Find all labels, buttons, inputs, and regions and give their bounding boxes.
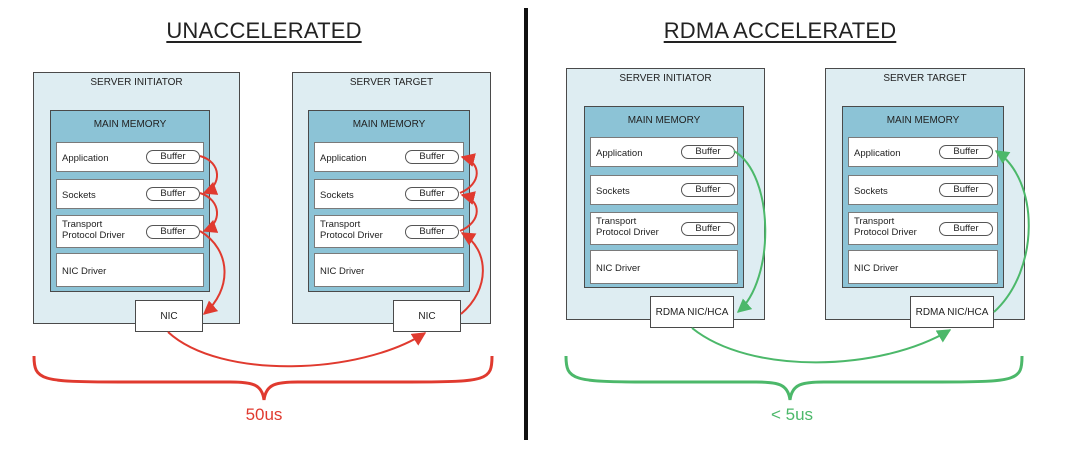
nic-box: RDMA NIC/HCA xyxy=(650,296,734,328)
buffer-pill: Buffer xyxy=(405,150,459,164)
layer-label: NIC Driver xyxy=(320,265,365,277)
layer-label: Sockets xyxy=(596,185,630,197)
buffer-pill: Buffer xyxy=(681,145,735,159)
buffer-pill: Buffer xyxy=(939,221,993,236)
layer-label: Sockets xyxy=(854,185,888,197)
layer-label: Application xyxy=(320,152,367,164)
arrow-rdma-nic-to-nic xyxy=(691,327,952,364)
layer-row: NIC Driver xyxy=(314,253,464,287)
layer-label: Transport Protocol Driver xyxy=(62,219,125,241)
arrow-transport-to-nic xyxy=(199,230,226,315)
layer-label: Application xyxy=(854,147,901,159)
arrow-app-to-sockets xyxy=(199,155,219,195)
layer-label: Transport Protocol Driver xyxy=(854,216,917,238)
latency-unaccelerated: 50us xyxy=(245,405,283,424)
layer-label: NIC Driver xyxy=(854,262,899,274)
layer-row: Sockets xyxy=(848,175,998,205)
layer-row: Transport Protocol Driver xyxy=(56,215,204,248)
layer-row: Application xyxy=(590,137,738,167)
layer-label: Application xyxy=(62,152,109,164)
layer-row: NIC Driver xyxy=(848,250,998,284)
server-label: SERVER TARGET xyxy=(883,73,967,84)
brace-unaccelerated xyxy=(32,355,494,401)
layer-label: NIC Driver xyxy=(62,265,107,277)
arrow-nic-to-transport xyxy=(460,232,484,315)
layer-label: Transport Protocol Driver xyxy=(596,216,659,238)
layer-label: NIC Driver xyxy=(596,262,641,274)
buffer-pill: Buffer xyxy=(146,187,200,201)
buffer-pill: Buffer xyxy=(681,183,735,197)
buffer-pill: Buffer xyxy=(405,187,459,201)
buffer-pill: Buffer xyxy=(146,150,200,164)
latency-accelerated: < 5us xyxy=(770,405,814,424)
server-label: SERVER TARGET xyxy=(349,77,434,88)
server-label: SERVER INITIATOR xyxy=(619,73,712,84)
main-memory-label: MAIN MEMORY xyxy=(93,119,167,130)
layer-label: Sockets xyxy=(62,189,96,201)
main-memory-label: MAIN MEMORY xyxy=(627,115,701,126)
layer-label: Transport Protocol Driver xyxy=(320,219,383,241)
nic-box: NIC xyxy=(135,300,203,332)
arrow-rdma-nic-to-buffer xyxy=(993,150,1030,313)
buffer-pill: Buffer xyxy=(939,145,993,159)
main-memory-label: MAIN MEMORY xyxy=(352,119,426,130)
layer-row: NIC Driver xyxy=(590,250,738,284)
arrow-transport-to-sockets xyxy=(459,191,478,232)
brace-accelerated xyxy=(564,355,1024,401)
layer-label: Sockets xyxy=(320,189,354,201)
buffer-pill: Buffer xyxy=(681,221,735,236)
center-divider xyxy=(524,8,528,440)
buffer-pill: Buffer xyxy=(146,224,200,239)
main-memory-label: MAIN MEMORY xyxy=(886,115,960,126)
layer-row: NIC Driver xyxy=(56,253,204,287)
title-unaccelerated: UNACCELERATED xyxy=(166,18,362,43)
nic-box: NIC xyxy=(393,300,461,332)
layer-label: Application xyxy=(596,147,643,159)
title-rdma-accelerated: RDMA ACCELERATED xyxy=(663,18,897,43)
buffer-pill: Buffer xyxy=(939,183,993,197)
arrow-nic-to-nic xyxy=(167,331,427,368)
buffer-pill: Buffer xyxy=(405,224,459,239)
arrow-sockets-to-app xyxy=(459,153,478,194)
arrow-buffer-to-rdma-nic xyxy=(733,150,767,313)
arrow-sockets-to-transport xyxy=(199,192,219,233)
server-label: SERVER INITIATOR xyxy=(90,77,183,88)
nic-box: RDMA NIC/HCA xyxy=(910,296,994,328)
